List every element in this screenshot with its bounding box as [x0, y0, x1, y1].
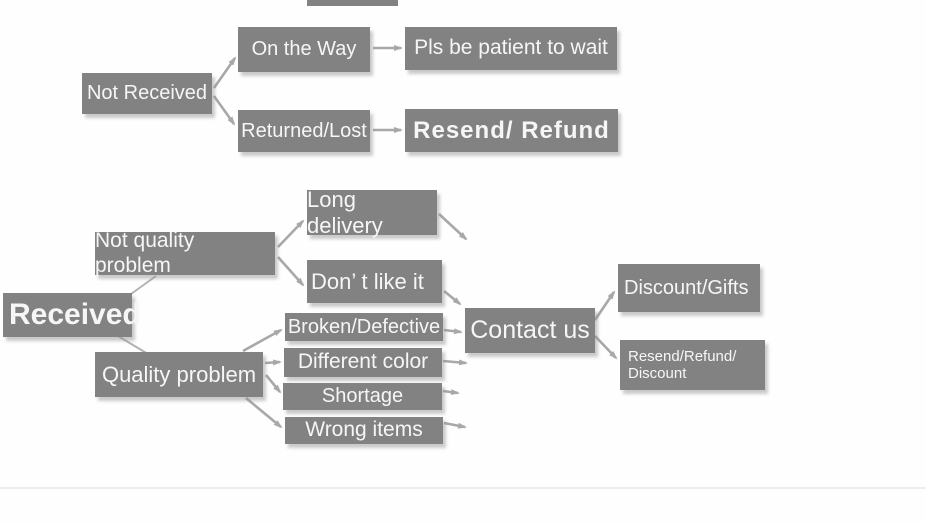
node-label: Wrong items [305, 418, 423, 442]
node-label: Quality problem [101, 361, 257, 387]
bottom-divider [0, 487, 926, 489]
node-discount-gifts: Discount/Gifts [618, 264, 760, 312]
node-label: Not quality problem [95, 229, 195, 277]
node-label: Resend/ Refund [413, 116, 610, 144]
arrow-dont-like-it-to-contact-us [443, 289, 462, 306]
arrow-contact-us-to-discount-gifts [593, 290, 616, 321]
node-quality-problem: Quality problem [95, 352, 263, 397]
node-label: Resend/Refund/ Discount [628, 347, 737, 382]
arrow-quality-to-wrong-items [245, 396, 283, 429]
node-label: Discount/Gifts [624, 276, 749, 299]
node-shortage: Shortage [283, 383, 442, 410]
arrow-not-quality-to-dont-like-it [277, 256, 305, 287]
node-label: Pls be patient to wait [414, 36, 608, 60]
node-not-received: Not Received [82, 73, 212, 114]
arrow-broken-defective-to-contact-us [443, 328, 463, 335]
node-label: Long delivery [307, 187, 383, 238]
node-long-delivery: Long delivery [307, 187, 437, 238]
node-label: Broken/Defective [287, 315, 441, 338]
arrow-not-received-to-returned-lost [212, 95, 236, 126]
arrow-not-received-to-on-the-way [212, 56, 237, 89]
node-label: Contact us [470, 316, 590, 345]
node-broken-defective: Broken/Defective [285, 313, 443, 341]
node-label: Returned/Lost [241, 119, 367, 142]
node-label: Not Received [86, 82, 208, 104]
arrow-quality-to-different-color [264, 359, 282, 366]
node-on-the-way: On the Way [238, 27, 370, 72]
node-not-quality-problem: Not quality problem [95, 229, 275, 277]
node-dont-like-it: Don’ t like it [307, 260, 442, 303]
node-label: Received [9, 297, 141, 331]
node-label: Don’ t like it [311, 268, 424, 294]
node-contact-us: Contact us [465, 308, 595, 353]
arrow-not-quality-to-long-delivery [277, 219, 305, 248]
arrow-long-delivery-out [438, 213, 468, 241]
arrow-wrong-items-out [443, 421, 467, 429]
arrow-different-color-out [442, 359, 468, 366]
node-different-color: Different color [284, 348, 442, 377]
node-cut-off-box [307, 0, 398, 6]
line-received-to-not-quality [130, 275, 157, 295]
node-resend-refund-discount: Resend/Refund/ Discount [620, 340, 765, 390]
node-resend-refund: Resend/ Refund [405, 109, 618, 152]
arrow-contact-us-to-resend-refund-discount [594, 335, 618, 360]
node-returned-lost: Returned/Lost [238, 110, 370, 152]
arrow-quality-to-broken-defective [242, 328, 283, 353]
node-pls-be-patient: Pls be patient to wait [405, 27, 617, 70]
arrow-quality-to-shortage [264, 374, 282, 394]
node-label: Shortage [321, 385, 404, 407]
node-label: Different color [297, 350, 429, 374]
node-wrong-items: Wrong items [285, 417, 443, 444]
node-received: Received [3, 293, 141, 337]
arrow-shortage-out [442, 389, 460, 396]
node-label: On the Way [251, 38, 357, 60]
